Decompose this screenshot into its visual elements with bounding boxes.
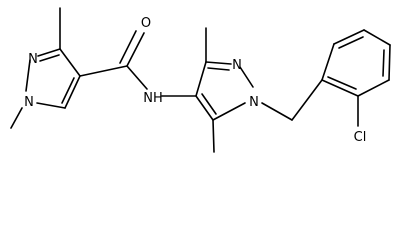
bond-b1-b2 xyxy=(321,43,335,81)
bond-c4-c5 xyxy=(64,75,81,109)
bond-c4r-c5r xyxy=(195,95,214,121)
bond-c3r-c4r xyxy=(195,61,207,97)
bond-c3-c4 xyxy=(59,48,81,77)
atom-n-right-upper: N xyxy=(232,58,242,73)
atom-cl: Cl xyxy=(354,130,367,145)
bond-c4-c5-double xyxy=(61,77,75,104)
bond-n2r-c3r xyxy=(205,61,232,65)
bond-n2-c3-double xyxy=(39,54,60,62)
molecule-svg: N N O NH N N Cl xyxy=(10,7,391,153)
bond-b2-b3 xyxy=(333,29,365,45)
bond-c5r-methyl xyxy=(212,119,215,153)
bond-n1r-ch2 xyxy=(261,102,293,121)
bond-c4-carbonyl xyxy=(79,65,128,77)
bond-c5-n1 xyxy=(36,102,66,109)
bond-b3-b4 xyxy=(363,29,391,46)
atom-n-right-lower: N xyxy=(249,95,259,110)
bond-b4-b5 xyxy=(388,44,391,81)
bond-b2-b3-double xyxy=(338,36,364,49)
bond-ch2-ring xyxy=(291,79,323,121)
bond-b6-b1 xyxy=(321,79,359,97)
bond-n1r-n2r xyxy=(239,66,254,88)
bond-carbonyl-o-double xyxy=(119,30,137,64)
bond-b4-b5-double xyxy=(382,49,385,77)
bond-c4r-c5r-double xyxy=(201,93,217,115)
bond-carbonyl-n xyxy=(126,65,148,90)
bond-b6-b1-double xyxy=(327,76,357,90)
bond-b5-b6 xyxy=(357,79,390,97)
atom-o: O xyxy=(141,16,151,31)
bond-c5r-n1r xyxy=(212,102,246,121)
bond-n1-methyl xyxy=(10,107,23,129)
atom-n-left-lower: N xyxy=(24,95,34,110)
bonds xyxy=(10,7,391,153)
atom-nh: NH xyxy=(143,91,163,106)
atom-n-left-upper: N xyxy=(28,52,38,67)
bond-carbonyl-o xyxy=(126,32,145,67)
atom-labels: N N O NH N N Cl xyxy=(24,16,366,145)
molecule-diagram: N N O NH N N Cl xyxy=(10,7,391,153)
bond-n1-n2 xyxy=(25,59,31,92)
bond-n2-c3 xyxy=(37,48,61,57)
bond-n2r-c3r-double xyxy=(207,67,230,71)
